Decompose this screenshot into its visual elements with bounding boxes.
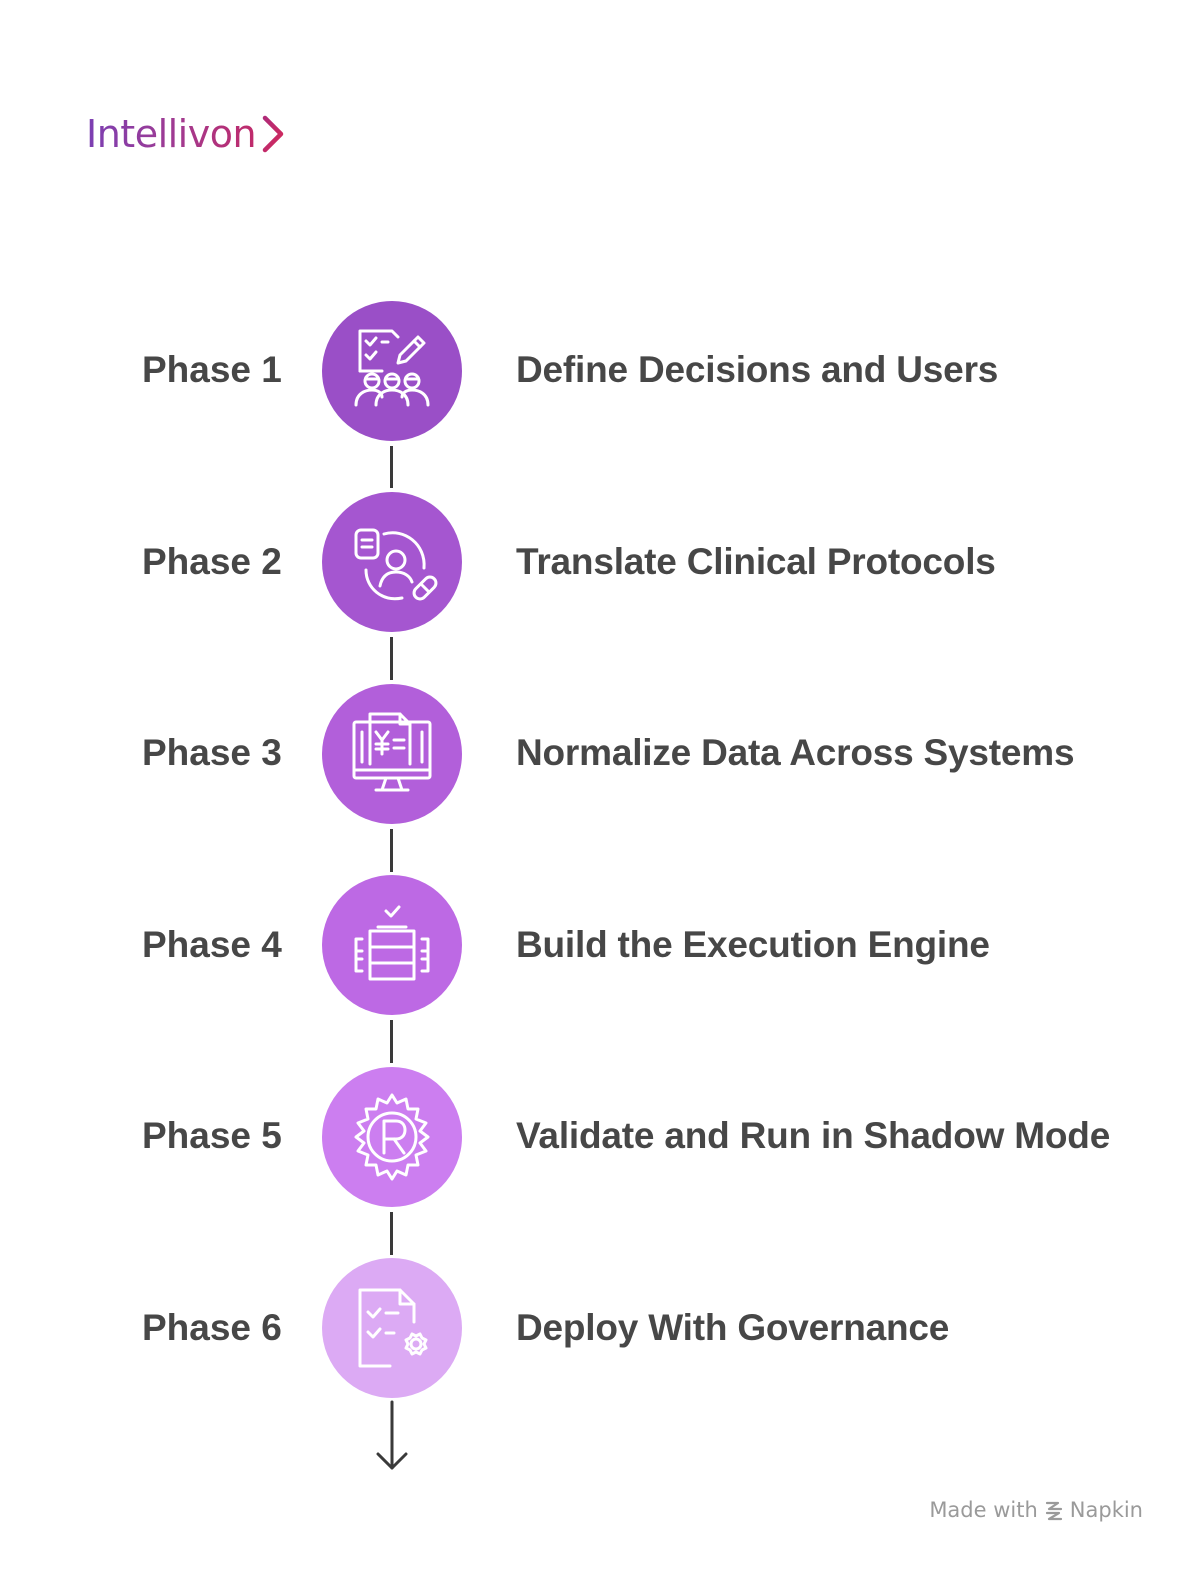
patient-medication-icon	[354, 528, 438, 601]
connector-line	[390, 1020, 393, 1063]
phase-1-title: Define Decisions and Users	[516, 349, 999, 390]
phase-4-circle	[322, 875, 462, 1015]
connector-line	[390, 1212, 393, 1255]
connector-line	[390, 829, 393, 872]
connector-line	[390, 637, 393, 680]
document-gear-icon	[358, 1288, 428, 1368]
phase-5-circle	[322, 1067, 462, 1207]
footer-attribution: Made with Napkin	[929, 1498, 1143, 1522]
brand-name: Intellivon	[86, 112, 257, 156]
napkin-logo-icon	[1045, 1501, 1062, 1521]
phase-6-circle	[322, 1258, 462, 1398]
phase-2-circle	[322, 492, 462, 632]
phase-6-title: Deploy With Governance	[516, 1307, 950, 1348]
arrow-down-icon	[376, 1400, 408, 1470]
phase-4-label: Phase 4	[142, 924, 282, 965]
footer-brand: Napkin	[1069, 1498, 1143, 1522]
phase-5-title: Validate and Run in Shadow Mode	[516, 1115, 1111, 1156]
phase-6-label: Phase 6	[142, 1307, 282, 1348]
phase-5-label: Phase 5	[142, 1115, 282, 1156]
phase-3-title: Normalize Data Across Systems	[516, 732, 1075, 773]
phase-1-circle	[322, 301, 462, 441]
engine-frame-icon	[354, 905, 430, 981]
phase-3-label: Phase 3	[142, 732, 282, 773]
connector-line	[390, 446, 393, 488]
phase-1-label: Phase 1	[142, 349, 282, 390]
brand-logo: Intellivon	[86, 106, 286, 162]
chevron-right-icon	[262, 115, 284, 153]
checklist-team-icon	[354, 329, 430, 407]
gear-r-icon	[354, 1093, 430, 1181]
phase-2-label: Phase 2	[142, 541, 282, 582]
phase-2-title: Translate Clinical Protocols	[516, 541, 996, 582]
phase-4-title: Build the Execution Engine	[516, 924, 990, 965]
footer-made-with: Made with	[929, 1498, 1038, 1522]
monitor-data-icon	[352, 712, 432, 792]
phase-3-circle	[322, 684, 462, 824]
